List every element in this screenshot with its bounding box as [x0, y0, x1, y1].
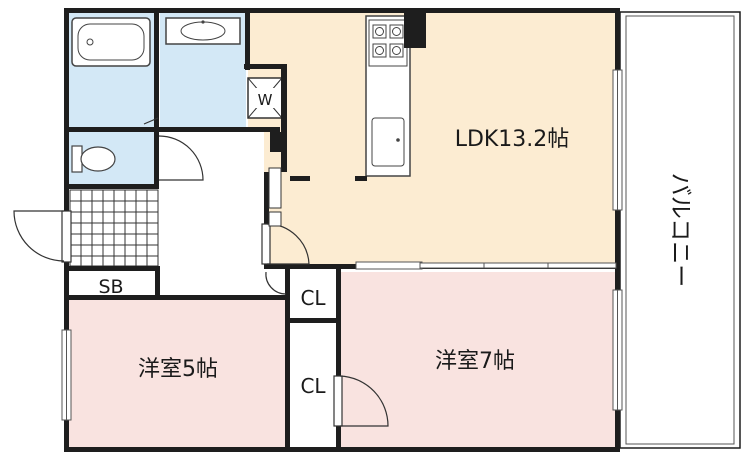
- shoe-box-label: SB: [98, 276, 123, 298]
- windows: [61, 69, 623, 421]
- hall-floor: [160, 132, 264, 268]
- balcony-label: バルコニー: [667, 173, 693, 288]
- door-posts: [268, 167, 282, 227]
- wash-basin: [165, 17, 241, 45]
- western-room-5-label: 洋室5帖: [138, 357, 218, 382]
- ldk-floor: [248, 12, 615, 268]
- closet-large-floor: [290, 322, 336, 448]
- western-room-7-label: 洋室7帖: [435, 349, 515, 374]
- balcony-railing: [625, 15, 735, 445]
- closet-small-label: CL: [300, 286, 326, 310]
- western-room-5-floor: [68, 300, 286, 448]
- kitchen-counter: [365, 15, 411, 177]
- toilet: [71, 145, 116, 173]
- ldk-label: LDK13.2帖: [455, 127, 570, 152]
- sliding-door: [355, 261, 617, 270]
- closet-large-label: CL: [300, 374, 326, 398]
- washer-space-label: W: [258, 91, 273, 109]
- balcony-area: [619, 11, 741, 449]
- closet-small-floor: [290, 272, 336, 318]
- entrance-tile-grid: [69, 189, 159, 267]
- bathtub: [71, 17, 151, 67]
- western-room-7-floor: [340, 272, 616, 448]
